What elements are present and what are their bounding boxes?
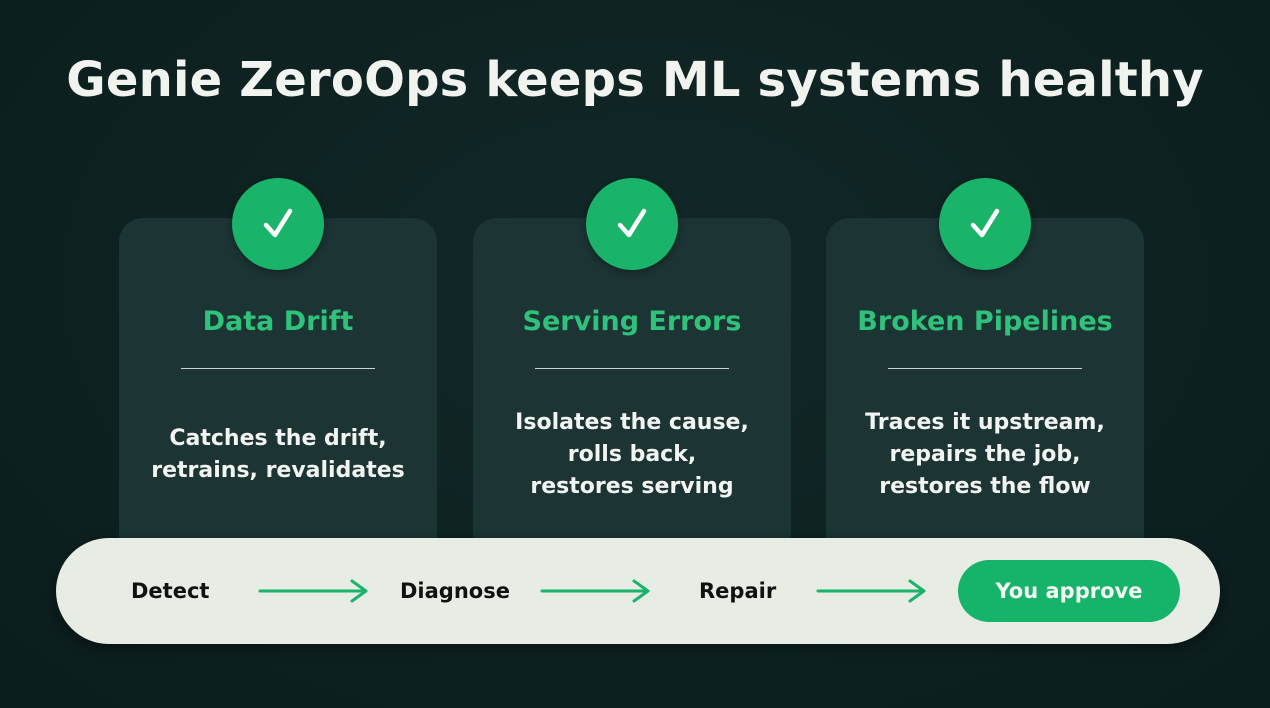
arrow-right-icon [816,579,926,603]
card-description-line: restores serving [530,474,734,499]
card-divider [535,368,729,369]
card-description: Catches the drift, retrains, revalidates [129,400,427,510]
arrow-right-icon [258,579,368,603]
card-description-line: Catches the drift, [169,426,387,451]
card-description-line: Traces it upstream, [865,410,1105,435]
card-data-drift: Data Drift Catches the drift, retrains, … [119,218,437,578]
card-description: Isolates the cause, rolls back, restores… [483,400,781,510]
step-diagnose: Diagnose [400,579,510,603]
card-divider [181,368,375,369]
card-description-line: repairs the job, [889,442,1081,467]
page-title: Genie ZeroOps keeps ML systems healthy [66,52,1204,108]
workflow-bar: Detect Diagnose Repair You approve [56,538,1220,644]
card-title: Broken Pipelines [857,306,1113,337]
card-title: Serving Errors [522,306,742,337]
card-title: Data Drift [202,306,354,337]
card-description-line: restores the flow [879,474,1091,499]
card-description-line: retrains, revalidates [151,458,405,483]
check-icon [586,178,678,270]
approve-button[interactable]: You approve [958,560,1180,622]
card-description-line: Isolates the cause, [515,410,749,435]
card-divider [888,368,1082,369]
step-detect: Detect [131,579,210,603]
card-serving-errors: Serving Errors Isolates the cause, rolls… [473,218,791,578]
step-repair: Repair [699,579,777,603]
check-icon [939,178,1031,270]
check-icon [232,178,324,270]
card-description: Traces it upstream, repairs the job, res… [836,400,1134,510]
card-broken-pipelines: Broken Pipelines Traces it upstream, rep… [826,218,1144,578]
card-description-line: rolls back, [567,442,697,467]
arrow-right-icon [540,579,650,603]
